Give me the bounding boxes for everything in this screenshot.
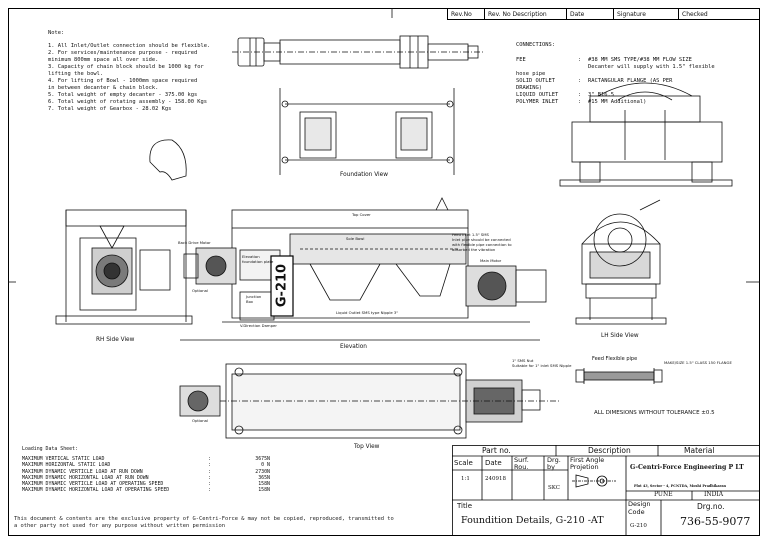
liquid-outlet-label: Liquid Outlet SMS type Nipple 3": [336, 310, 399, 315]
note-line: 3. Capacity of chain block should be 100…: [48, 64, 204, 70]
feed-inlet-note: Feed Inlet 1.5" SMS Inlet pipe should be…: [452, 232, 512, 252]
connections-block: CONNECTIONS: FEE:#38 MM SMS TYPE/#38 MM …: [516, 42, 736, 106]
company-address: Plot 43, Sector - 4, PCNTDA, Moshi Pradh…: [634, 484, 727, 488]
note-line: in between decanter & chain block.: [48, 85, 159, 91]
note-line: 1. All Inlet/Outlet connection should be…: [48, 43, 211, 49]
optional-label: Optional: [192, 288, 209, 293]
loading-row: MAXIMUM VERTICAL STATIC LOAD:3675N: [22, 456, 270, 463]
scale-label: Scale: [454, 459, 473, 467]
top-view-label: Top View: [354, 444, 380, 450]
drawing-frame: [8, 8, 760, 536]
connection-row: POLYMER INLET:#15 MM Additional): [516, 99, 647, 105]
junction-box-label: Junction Box: [246, 294, 262, 304]
elevation-view: [180, 197, 547, 341]
foundation-view: [279, 88, 455, 175]
bowl-label: Sole Bowl: [346, 236, 365, 241]
rh-side-view-label: RH Side View: [96, 337, 135, 343]
notes-title: Note:: [48, 30, 65, 36]
part-no-label: Part no.: [482, 446, 511, 455]
description-label: Description: [588, 446, 631, 455]
tolerance-note: ALL DIMESIONS WITHOUT TOLERANCE ±0.5: [594, 410, 715, 416]
top-view: [179, 363, 560, 439]
connection-row: SOLID OUTLET:RACTANGULAR FLANGE (AS PER: [516, 78, 673, 84]
connection-row: Decanter will supply with 1.5" flexible: [588, 64, 715, 70]
revision-table: Rev.No Rev. No Description Date Signatur…: [447, 8, 760, 20]
notes-block: Note: 1. All Inlet/Outlet connection sho…: [48, 30, 238, 113]
side-end-view-top: [559, 82, 733, 187]
disclaimer: This document & contents are the exclusi…: [14, 516, 394, 529]
rev-col-1: Rev.No: [447, 8, 485, 20]
flex-nut-note: 1" SMS Nut Suitable for 1" inlet SMS Nip…: [512, 358, 572, 368]
company-country: INDIA: [704, 491, 724, 498]
rev-col-5: Checked: [678, 8, 760, 20]
title-block: Part no. Description Material Scale 1:1 …: [452, 445, 760, 536]
note-line: 7. Total weight of Gearbox - 28.02 Kgs: [48, 106, 172, 112]
drawn-by-value: SKC: [548, 485, 560, 491]
flex-flange-note: MAKE/SIZE 1.5" CLASS 150 FLANGE: [664, 360, 732, 365]
note-line: 2. For services/maintenance purpose - re…: [48, 50, 198, 56]
loading-row: MAXIMUM DYNAMIC HORIZONTAL LOAD AT RUN D…: [22, 474, 270, 481]
surface-roughness-label: Surf. Rou.: [514, 456, 529, 471]
title-block-lines: [452, 445, 760, 536]
connections-title: CONNECTIONS:: [516, 42, 555, 48]
connection-row: LIQUID OUTLET:3" B16.5: [516, 92, 614, 98]
loading-data-sheet: Loading Data Sheet: MAXIMUM VERTICAL STA…: [22, 446, 282, 493]
note-line: 6. Total weight of rotating assembly - 1…: [48, 99, 208, 105]
optional-top-label: Optional: [192, 418, 209, 423]
elevation-plate-label: Elevation foundation plate: [242, 254, 274, 264]
loading-row: MAXIMUM DYNAMIC HORIZONTAL LOAD AT OPERA…: [22, 487, 270, 494]
feed-flexible-pipe: [575, 368, 663, 384]
rev-col-4: Signature: [613, 8, 679, 20]
drawing-no-label: Drg.no.: [697, 502, 725, 511]
company-name: G-Centri-Force Engineering P LT: [630, 464, 744, 471]
loading-title: Loading Data Sheet:: [22, 446, 78, 452]
foundation-view-label: Foundation View: [340, 172, 388, 178]
date-value: 240918: [485, 476, 506, 482]
feed-flexible-label: Feed Flexible pipe: [592, 356, 638, 362]
scale-value: 1:1: [461, 476, 470, 482]
elevation-label: Elevation: [340, 344, 367, 350]
note-line: 5. Total weight of empty decanter - 375.…: [48, 92, 198, 98]
connection-row: DRAWING): [516, 85, 542, 91]
connection-row: hose pipe: [516, 71, 546, 77]
main-motor-label: Main Motor: [480, 258, 502, 263]
projection-label: First Angle Projetion: [570, 456, 605, 471]
design-code-label: Design Code: [628, 500, 651, 516]
company-city: PUNE: [654, 491, 673, 498]
drawing-title: Foundition Details, G-210 -AT: [461, 515, 604, 526]
note-line: 4. For lifting of Bowl - 1000mm space re…: [48, 78, 198, 84]
connection-row: FEE:#38 MM SMS TYPE/#38 MM FLOW SIZE: [516, 57, 692, 63]
model-tag-box: [270, 255, 294, 317]
loading-row: MAXIMUM HORIZONTAL STATIC LOAD:0 N: [22, 462, 270, 469]
vfd-label: V.Direction Damper: [240, 323, 277, 328]
drawn-by-label: Drg. by: [547, 456, 561, 471]
title-label: Title: [457, 502, 473, 510]
model-tag: G-210: [274, 263, 290, 308]
decanter-top-sketch: [232, 35, 484, 69]
note-line: lifting the bowl.: [48, 71, 104, 77]
lh-side-view-label: LH Side View: [601, 333, 639, 339]
date-label: Date: [485, 459, 502, 467]
drawing-number: 736-55-9077: [680, 515, 751, 528]
back-drive-label: Back Drive Motor: [178, 240, 211, 245]
loading-row: MAXIMUM DYNAMIC VERTICLE LOAD AT OPERATI…: [22, 481, 270, 488]
top-cover-label: Top Cover: [352, 212, 371, 217]
rh-side-view: [55, 139, 193, 325]
loading-row: MAXIMUM DYNAMIC VERTICLE LOAD AT RUN DOW…: [22, 468, 270, 475]
lh-side-view: [575, 199, 667, 325]
design-code-value: G-210: [630, 523, 647, 529]
note-line: minimum 800mm space all over side.: [48, 57, 159, 63]
material-label: Material: [684, 446, 715, 455]
